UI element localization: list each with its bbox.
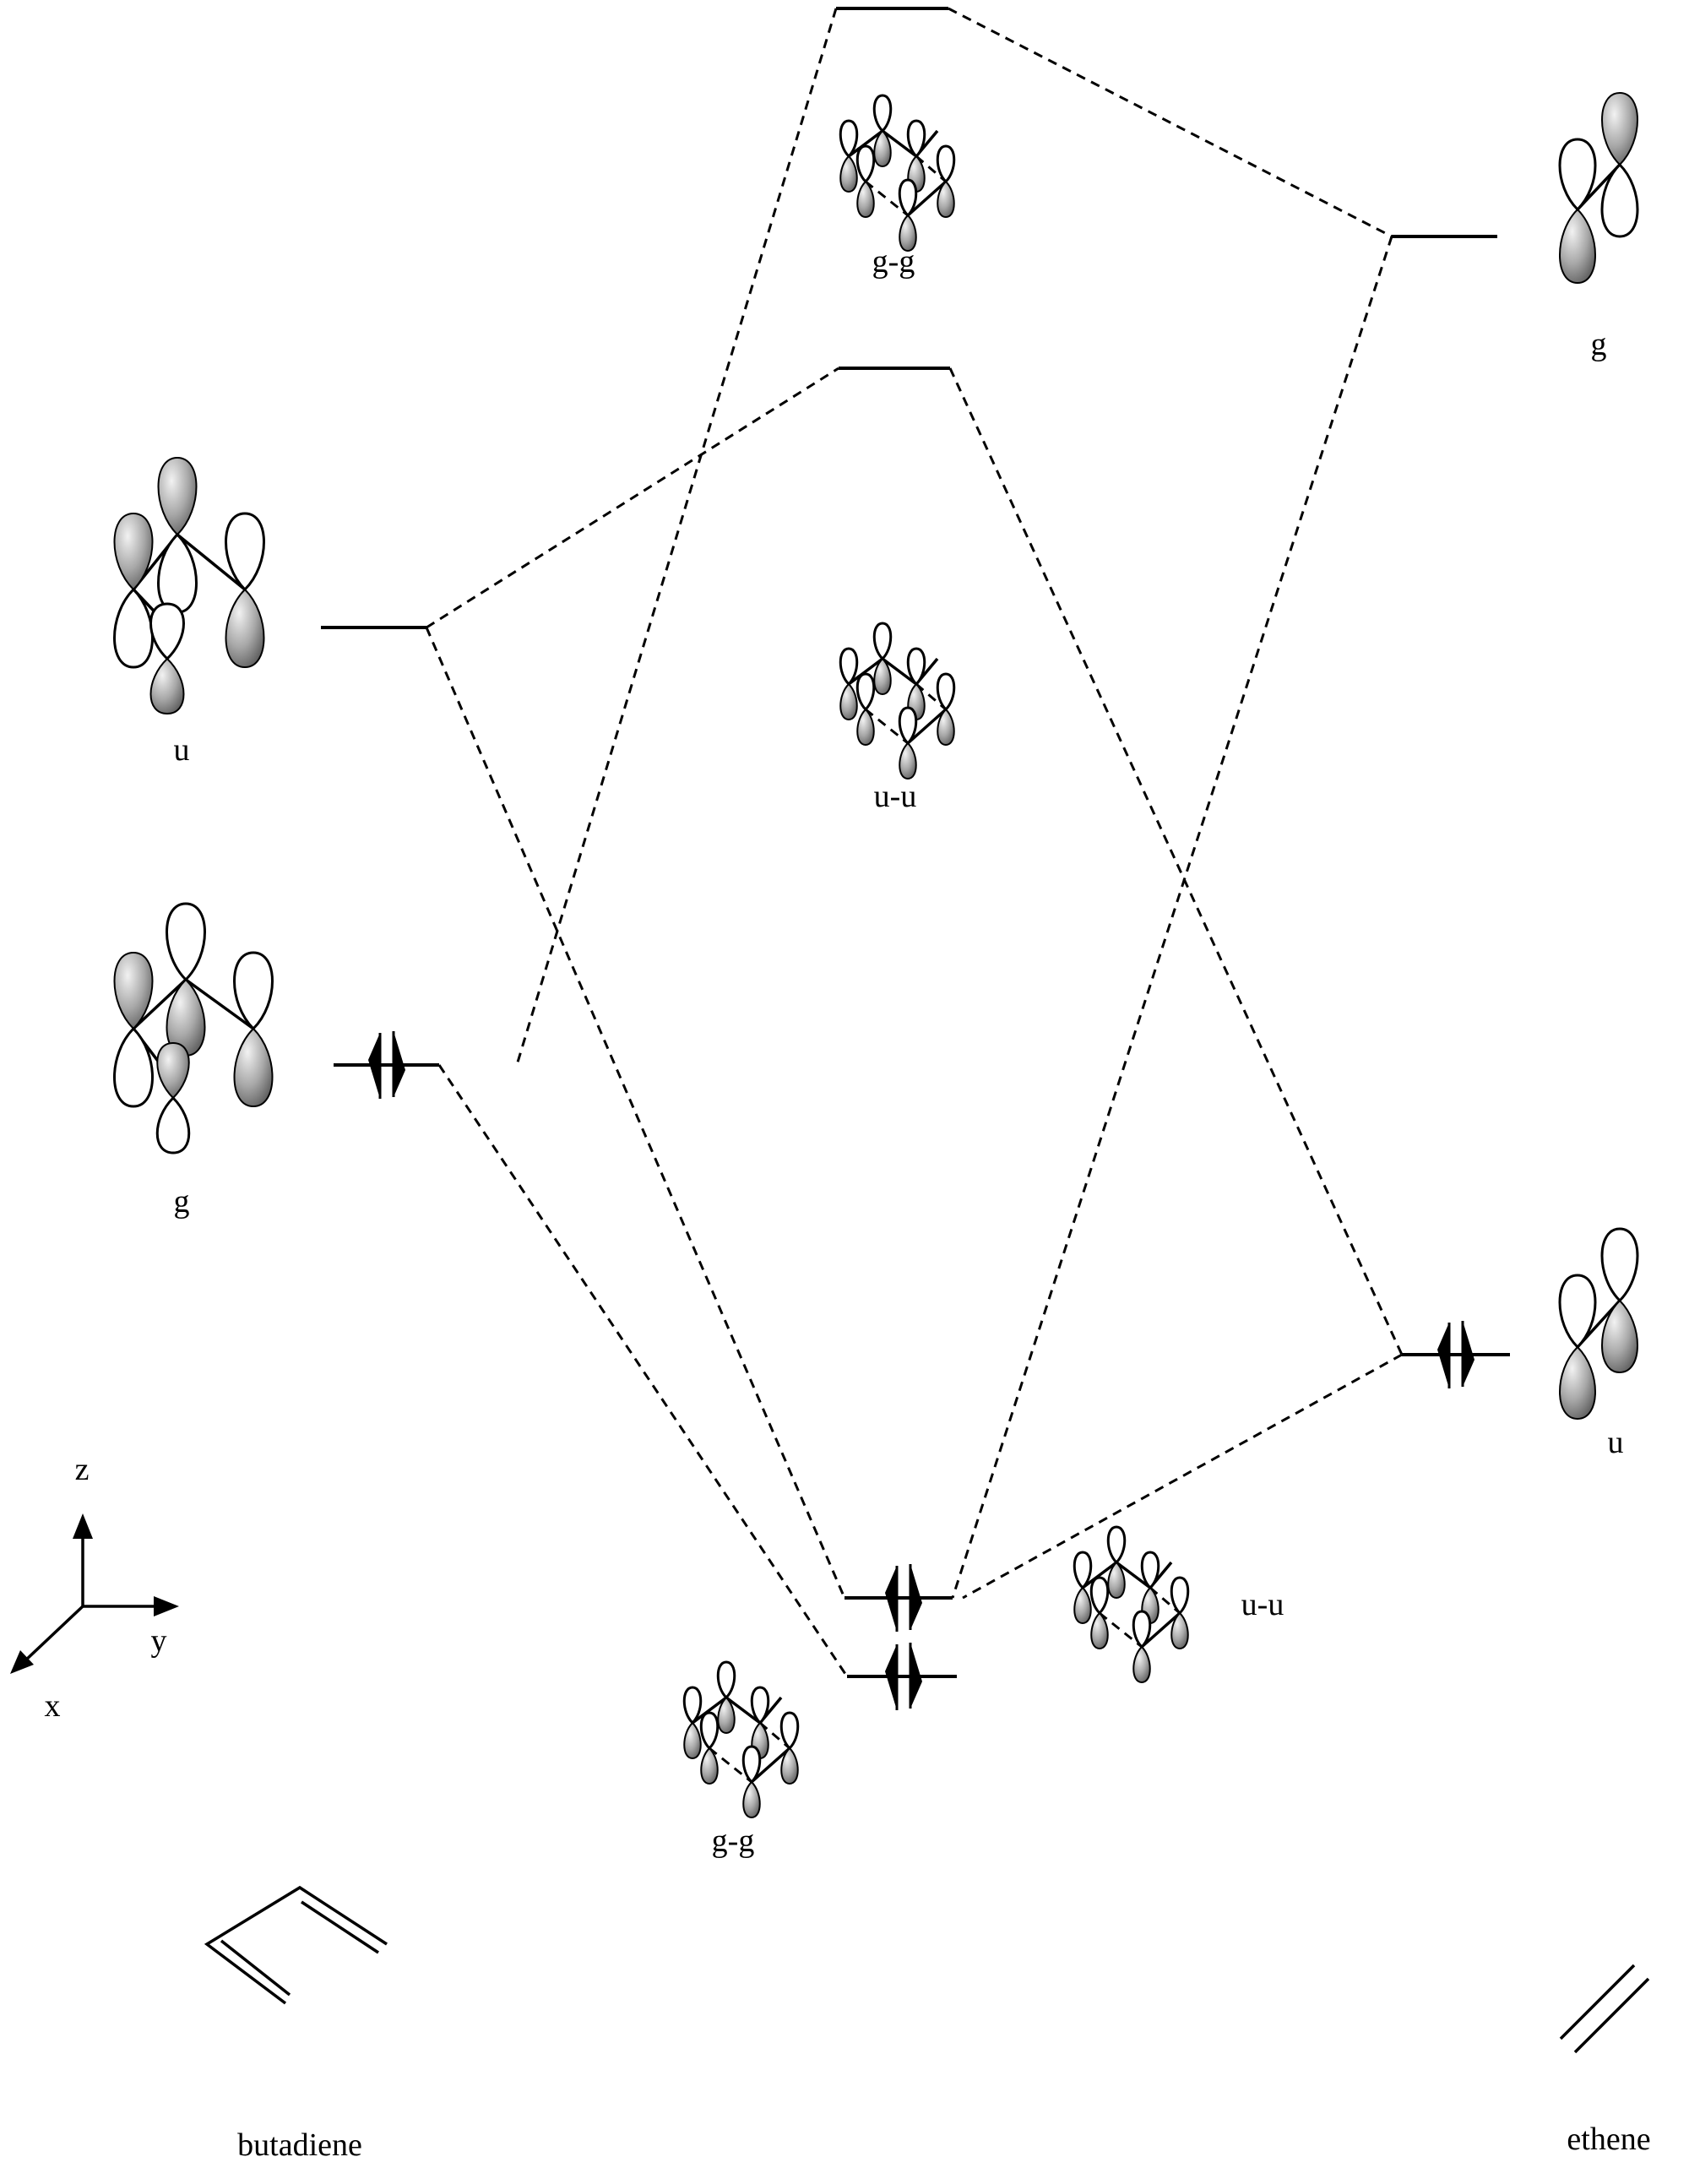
butadiene-structure	[204, 1885, 388, 2005]
butadiene-g-orbital	[113, 902, 274, 1154]
adduct-top-orbital-icon	[840, 95, 954, 251]
adduct-second-level-label: u-u	[874, 779, 917, 814]
butadiene-upper-orbital-label: u	[174, 732, 190, 768]
adduct-occupied-upper-label: u-u	[1241, 1587, 1284, 1622]
ethene-name: ethene	[1567, 2122, 1650, 2157]
axis-y-label: y	[151, 1623, 167, 1659]
adduct-occupied-upper-orbital-icon	[1074, 1527, 1188, 1682]
ethene-lower-orbital-label: u	[1608, 1425, 1624, 1460]
axis-x-label: x	[45, 1688, 61, 1724]
coordinate-axes	[10, 1513, 179, 1674]
axis-z-label: z	[75, 1452, 90, 1487]
correlation-lines	[425, 7, 1404, 1677]
adduct-second-orbital-icon	[840, 623, 954, 779]
ethene-structure	[1559, 1964, 1650, 2054]
ethene-u-orbital	[1558, 1227, 1639, 1421]
adduct-occupied-lower-orbital-icon	[684, 1662, 798, 1817]
butadiene-name: butadiene	[237, 2127, 362, 2163]
ethene-upper-orbital-label: g	[1591, 327, 1607, 362]
butadiene-lower-orbital-label: g	[174, 1184, 190, 1220]
ethene-g-orbital	[1558, 91, 1639, 285]
adduct-top-level-label: g-g	[872, 244, 915, 280]
adduct-occupied-lower-label: g-g	[712, 1823, 755, 1859]
butadiene-u-orbital	[113, 456, 265, 715]
